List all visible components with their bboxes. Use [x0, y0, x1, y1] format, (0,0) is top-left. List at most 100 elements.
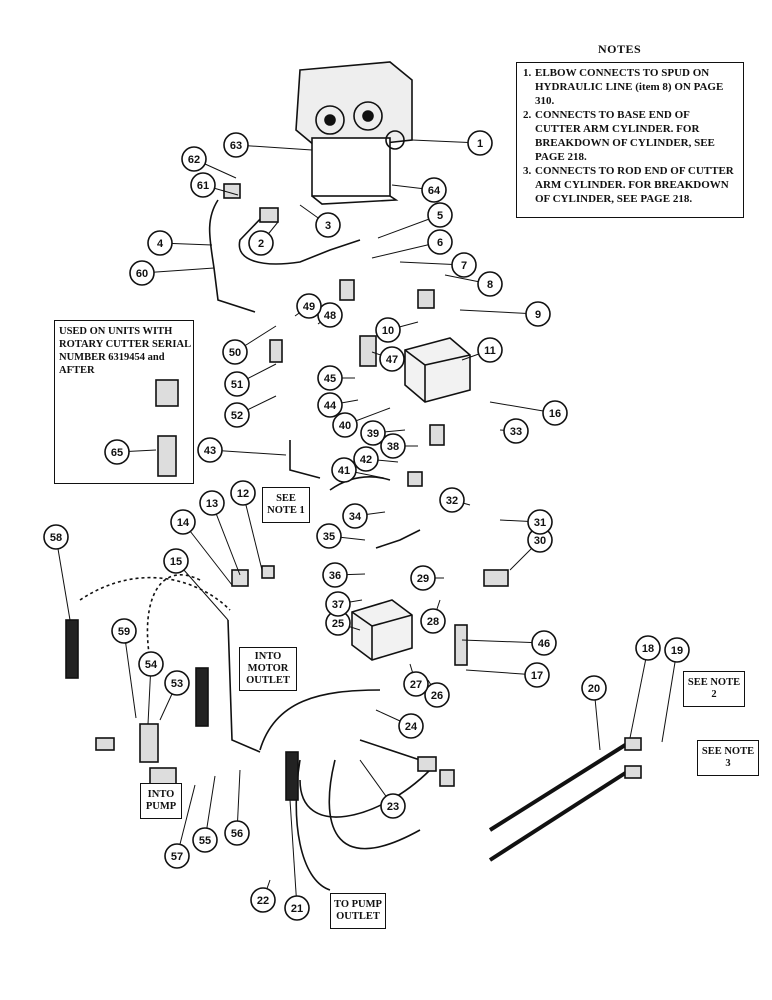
see-note-2-tag: SEE NOTE 2	[683, 671, 745, 707]
callout-22: 22	[250, 887, 276, 913]
callout-bubble	[224, 371, 250, 397]
callout-number: 27	[410, 679, 422, 691]
callout-64: 64	[421, 177, 447, 203]
callout-leader-46	[461, 639, 545, 644]
callout-bubble	[224, 820, 250, 846]
callout-number: 41	[338, 465, 350, 477]
callout-number: 40	[339, 420, 351, 432]
callout-bubble	[439, 487, 465, 513]
note-number: 1.	[523, 67, 532, 79]
callout-33: 33	[503, 418, 529, 444]
callout-17: 17	[524, 662, 550, 688]
callout-number: 44	[324, 400, 337, 412]
callout-13: 13	[199, 490, 225, 516]
callout-bubble	[477, 337, 503, 363]
callout-47: 47	[379, 346, 405, 372]
diverter-block-drawing	[351, 599, 413, 661]
callout-bubble	[164, 843, 190, 869]
callout-65: 65	[104, 439, 130, 465]
callout-number: 5	[437, 210, 443, 222]
callout-bubble	[181, 146, 207, 172]
note-text: CONNECTS TO BASE END OF CUTTER ARM CYLIN…	[535, 109, 715, 163]
callout-leader-14	[182, 521, 233, 586]
see-note-1-tag: SEE NOTE 1	[262, 487, 310, 523]
callout-53: 53	[164, 670, 190, 696]
callout-51: 51	[224, 371, 250, 397]
callout-bubble	[342, 503, 368, 529]
callout-6: 6	[427, 229, 453, 255]
callout-bubble	[224, 402, 250, 428]
callout-number: 49	[303, 301, 315, 313]
callout-18: 18	[635, 635, 661, 661]
callout-26: 26	[424, 682, 450, 708]
callout-59: 59	[111, 618, 137, 644]
callout-1: 1	[467, 130, 493, 156]
callout-bubble	[424, 682, 450, 708]
callout-number: 52	[231, 410, 243, 422]
callout-number: 18	[642, 643, 654, 655]
callout-bubble	[427, 202, 453, 228]
callout-number: 32	[446, 495, 458, 507]
callout-58: 58	[43, 524, 69, 550]
callout-bubble	[322, 562, 348, 588]
callout-number: 9	[535, 309, 541, 321]
callout-bubble	[331, 457, 357, 483]
callout-28: 28	[420, 608, 446, 634]
callout-27: 27	[403, 671, 429, 697]
callout-63: 63	[223, 132, 249, 158]
callout-bubble	[147, 230, 173, 256]
note-2: 2. CONNECTS TO BASE END OF CUTTER ARM CY…	[523, 108, 737, 164]
callout-61: 61	[190, 172, 216, 198]
callout-number: 33	[510, 426, 522, 438]
callout-14: 14	[170, 509, 196, 535]
callout-11: 11	[477, 337, 503, 363]
callout-number: 64	[428, 185, 441, 197]
callout-number: 13	[206, 498, 218, 510]
callout-2: 2	[248, 230, 274, 256]
callout-leader-21	[289, 799, 298, 909]
callout-55: 55	[192, 827, 218, 853]
callout-bubble	[111, 618, 137, 644]
callout-bubble	[542, 400, 568, 426]
callout-54: 54	[138, 651, 164, 677]
callout-bubble	[163, 548, 189, 574]
callout-38: 38	[380, 433, 406, 459]
hose-lines	[79, 199, 632, 891]
callout-number: 65	[111, 447, 123, 459]
callout-number: 37	[332, 599, 344, 611]
valve-block-drawing	[404, 337, 471, 403]
callout-number: 10	[382, 325, 394, 337]
callout-number: 48	[324, 310, 336, 322]
callout-number: 57	[171, 851, 183, 863]
callout-52: 52	[224, 402, 250, 428]
inset-text: USED ON UNITS WITH ROTARY CUTTER SERIAL …	[59, 326, 191, 376]
callout-bubble	[581, 675, 607, 701]
callout-number: 54	[145, 659, 158, 671]
callout-bubble	[43, 524, 69, 550]
callout-42: 42	[353, 446, 379, 472]
callout-bubble	[317, 392, 343, 418]
note-3: 3. CONNECTS TO ROD END OF CUTTER ARM CYL…	[523, 164, 737, 206]
callout-number: 21	[291, 903, 303, 915]
callout-bubble	[199, 490, 225, 516]
callout-40: 40	[332, 412, 358, 438]
callout-number: 14	[177, 517, 190, 529]
to-pump-outlet-tag: TO PUMP OUTLET	[330, 893, 386, 929]
callout-number: 31	[534, 517, 546, 529]
note-text: CONNECTS TO ROD END OF CUTTER ARM CYLIND…	[535, 165, 734, 205]
callout-number: 19	[671, 645, 683, 657]
callout-bubble	[477, 271, 503, 297]
into-motor-outlet-tag: INTO MOTOR OUTLET	[239, 647, 297, 691]
callout-12: 12	[230, 480, 256, 506]
callout-bubble	[138, 651, 164, 677]
callout-bubble	[635, 635, 661, 661]
callout-29: 29	[410, 565, 436, 591]
callout-bubble	[380, 433, 406, 459]
note-1: 1. ELBOW CONNECTS TO SPUD ON HYDRAULIC L…	[523, 66, 737, 108]
callout-10: 10	[375, 317, 401, 343]
callout-bubble	[360, 420, 386, 446]
callout-leader-58	[55, 536, 71, 621]
callout-number: 53	[171, 678, 183, 690]
callout-62: 62	[181, 146, 207, 172]
